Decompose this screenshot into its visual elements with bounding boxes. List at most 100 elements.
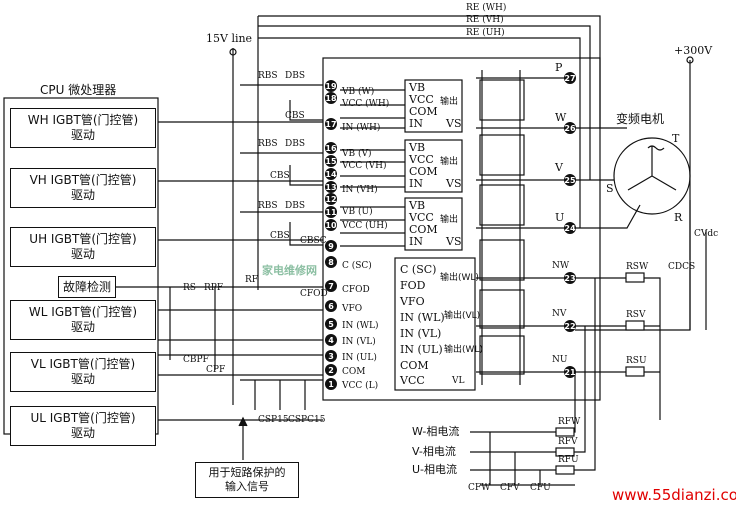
fault-detect-box: 故障检测	[58, 276, 116, 298]
motor-terminal-s: S	[606, 182, 614, 195]
re-vh-label: RE (VH)	[466, 15, 504, 25]
pin-23: 23	[564, 272, 576, 284]
cfod-label: CFOD	[300, 289, 328, 299]
lower-vfo: VFO	[400, 295, 425, 308]
rfu-label: RFU	[558, 455, 579, 465]
upper-v-out: 输出	[440, 157, 459, 167]
pin-6: 6	[325, 300, 337, 312]
rsv-label: RSV	[626, 310, 646, 320]
upper-u-out: 输出	[440, 215, 459, 225]
rpf-label: RPF	[204, 283, 224, 293]
pin-1: 1	[325, 378, 337, 390]
rf-label: RF	[245, 275, 259, 285]
pin-v-label: V	[555, 161, 563, 174]
pin-27: 27	[564, 72, 576, 84]
pin-9: 9	[325, 240, 337, 252]
label-in-vh: IN (VH)	[342, 185, 378, 195]
cbpf-label: CBPF	[183, 355, 209, 365]
center-watermark: 家电维修网	[262, 264, 317, 277]
pin-10: 10	[325, 219, 337, 231]
label-vcc-wh: VCC (WH)	[342, 99, 390, 109]
pin-11: 11	[325, 206, 337, 218]
cfw-label: CFW	[468, 483, 491, 493]
rfv-label: RFV	[558, 437, 578, 447]
pin-nv-label: NV	[552, 309, 567, 319]
pin-p-label: P	[555, 61, 563, 74]
rsw-label: RSW	[626, 262, 649, 272]
pin-u-label: U	[555, 211, 565, 224]
pin-14: 14	[325, 168, 337, 180]
pin-12: 12	[325, 193, 337, 205]
pin-19: 19	[325, 80, 337, 92]
lower-in-ul: IN (UL)	[400, 343, 443, 356]
protect-input-line1: 用于短路保护的	[208, 466, 286, 480]
upper-w-vs: VS	[446, 117, 462, 130]
pin-5: 5	[325, 318, 337, 330]
15v-line-label: 15V line	[206, 32, 253, 45]
vh-driver-box: VH IGBT管(门控管) 驱动	[10, 168, 156, 208]
u-current-label: U-相电流	[412, 463, 458, 476]
protect-input-line2: 输入信号	[225, 480, 269, 493]
site-watermark: www.55dianzi.com	[612, 486, 736, 504]
cpu-title: CPU 微处理器	[40, 83, 117, 97]
pin-4: 4	[325, 334, 337, 346]
cspc15-label: CSPC15	[288, 415, 326, 425]
label-vfo: VFO	[342, 304, 363, 314]
cfu-label: CFU	[530, 483, 551, 493]
pin-17: 17	[325, 118, 337, 130]
label-in-wh: IN (WH)	[342, 123, 381, 133]
cfv-label: CFV	[500, 483, 520, 493]
vl-driver-line1: VL IGBT管(门控管)	[30, 357, 136, 371]
lower-out-wl: 输出(WL)	[440, 273, 479, 283]
pin-8: 8	[325, 256, 337, 268]
vh-driver-line2: 驱动	[70, 188, 95, 202]
dbs-label-2: DBS	[285, 139, 305, 149]
vl-driver-line2: 驱动	[70, 372, 95, 386]
dbs-label-1: DBS	[285, 71, 305, 81]
fault-detect-label: 故障检测	[62, 279, 111, 294]
lower-vcc: VCC	[400, 374, 425, 387]
ul-driver-line2: 驱动	[70, 426, 95, 440]
rsu-label: RSU	[626, 356, 647, 366]
label-vb-u: VB (U)	[342, 207, 373, 217]
pin-15: 15	[325, 155, 337, 167]
wl-driver-box: WL IGBT管(门控管) 驱动	[10, 300, 156, 340]
cbsc-label: CBSC	[300, 236, 327, 246]
upper-u-vb: VB	[409, 199, 426, 212]
vl-driver-box: VL IGBT管(门控管) 驱动	[10, 352, 156, 392]
pin-13: 13	[325, 181, 337, 193]
pin-25: 25	[564, 174, 576, 186]
label-in-wl: IN (WL)	[342, 321, 379, 331]
ipm-frame	[322, 57, 601, 401]
lower-vl: VL	[452, 376, 465, 386]
upper-v-vb: VB	[409, 141, 426, 154]
pin-18: 18	[325, 92, 337, 104]
label-vcc-vh: VCC (VH)	[342, 161, 387, 171]
motor-terminal-t: T	[672, 132, 680, 145]
pin-22: 22	[564, 320, 576, 332]
upper-v-com: COM	[409, 165, 438, 178]
cdcs-label: CDCS	[668, 262, 696, 272]
lower-in-vl: IN (VL)	[400, 327, 442, 340]
lower-fod: FOD	[400, 279, 426, 292]
pin-21: 21	[564, 366, 576, 378]
upper-w-com: COM	[409, 105, 438, 118]
vh-driver-line1: VH IGBT管(门控管)	[29, 173, 137, 187]
upper-u-vcc: VCC	[409, 211, 434, 224]
cpf-label: CPF	[206, 365, 226, 375]
pin-7: 7	[325, 280, 337, 292]
w-current-label: W-相电流	[412, 425, 460, 438]
upper-w-in: IN	[409, 117, 423, 130]
v-current-label: V-相电流	[412, 445, 456, 458]
ul-driver-line1: UL IGBT管(门控管)	[30, 411, 136, 425]
rbs-label-2: RBS	[258, 139, 278, 149]
label-vb-w: VB (W)	[342, 87, 375, 97]
label-vcc-l: VCC (L)	[342, 381, 379, 391]
upper-v-vs: VS	[446, 177, 462, 190]
csp15-label: CSP15	[258, 415, 289, 425]
wh-driver-line1: WH IGBT管(门控管)	[27, 113, 139, 127]
rfw-label: RFW	[558, 417, 581, 427]
pin-2: 2	[325, 364, 337, 376]
cvdc-label: CVdc	[694, 229, 719, 239]
